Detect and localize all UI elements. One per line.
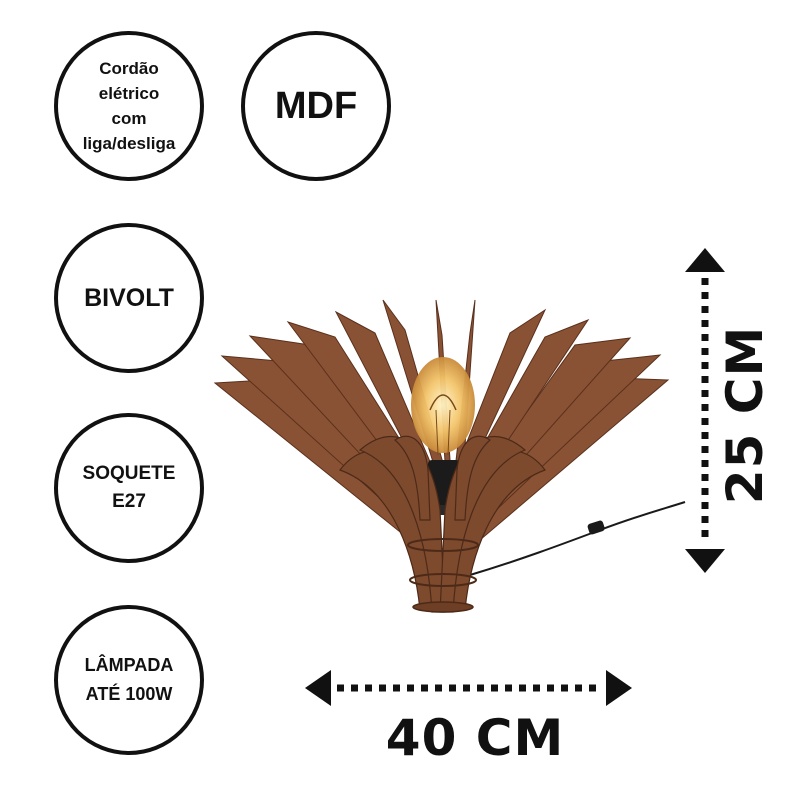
socket-badge: SOQUETE E27 [54, 413, 204, 563]
mdf-lamp-icon [213, 299, 670, 613]
cord-switch-badge: Cordão elétrico com liga/desliga [54, 31, 204, 181]
height-arrow-icon [685, 248, 725, 573]
mdf-badge: MDF [241, 31, 391, 181]
width-arrow-icon [305, 670, 632, 706]
cord-switch-icon [587, 520, 605, 535]
bivolt-text: BIVOLT [84, 283, 174, 312]
bulb-text: LÂMPADA ATÉ 100W [84, 655, 174, 704]
mdf-text: MDF [274, 84, 358, 127]
bulb-icon [411, 357, 475, 456]
width-dimension-label: 40 CM [385, 709, 565, 767]
bivolt-badge: BIVOLT [54, 223, 204, 373]
socket-text: SOQUETE E27 [82, 463, 176, 512]
bulb-badge: LÂMPADA ATÉ 100W [54, 605, 204, 755]
height-dimension-label: 25 CM [716, 325, 774, 505]
cord-switch-text: Cordão elétrico com liga/desliga [82, 59, 176, 153]
